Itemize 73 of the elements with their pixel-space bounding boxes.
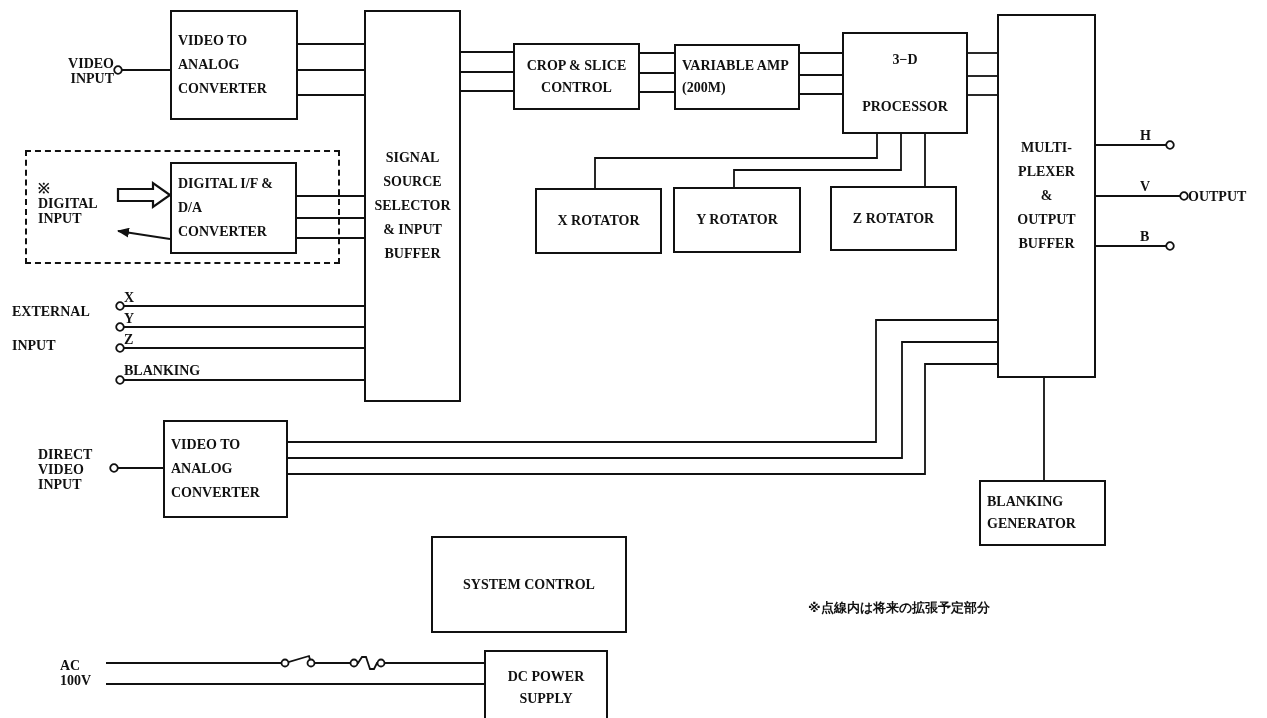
process-box xyxy=(997,14,1096,378)
connector-line xyxy=(967,52,998,54)
box-label: VIDEO TO ANALOG CONVERTER xyxy=(171,436,261,502)
box-label: X ROTATOR xyxy=(557,212,640,230)
input-label: OUTPUT xyxy=(1188,188,1258,204)
connector-line xyxy=(639,91,675,93)
connector-line xyxy=(967,94,998,96)
connector-line xyxy=(297,43,365,45)
box-label: DIGITAL I/F & D/A CONVERTER xyxy=(178,175,274,241)
box-label: SYSTEM CONTROL xyxy=(463,575,595,594)
box-label: VARIABLE AMP (200M) xyxy=(682,57,790,97)
process-box xyxy=(674,44,800,110)
process-box xyxy=(513,43,640,110)
edge-label: X xyxy=(124,290,135,306)
box-label: PROCESSOR xyxy=(862,97,948,116)
box-label: SIGNAL SOURCE SELECTOR & INPUT BUFFER xyxy=(373,149,452,263)
process-box xyxy=(673,187,801,253)
process-box xyxy=(431,536,627,633)
connector-line xyxy=(799,74,843,76)
arrow xyxy=(117,227,171,240)
input-label: VIDEO INPUT xyxy=(56,54,114,88)
box-label: DC POWER SUPPLY xyxy=(506,667,586,708)
input-label: DIRECT VIDEO INPUT xyxy=(38,443,98,495)
connector-line xyxy=(297,94,365,96)
edge-label: V xyxy=(1140,179,1151,195)
edge-label: H xyxy=(1140,128,1151,144)
connector-line xyxy=(639,72,675,74)
connector-line xyxy=(924,133,926,187)
connector-line xyxy=(297,69,365,71)
side-label: EXTERNAL xyxy=(12,304,90,320)
process-box xyxy=(830,186,957,251)
connector-line xyxy=(105,683,485,685)
process-box xyxy=(364,10,461,402)
box-label: 3−D xyxy=(892,50,918,69)
connector-line xyxy=(296,195,365,197)
process-box xyxy=(979,480,1106,546)
connector-line xyxy=(296,237,365,239)
connector-line xyxy=(287,341,998,459)
input-label: AC 100V xyxy=(60,655,100,691)
input-label: ※ DIGITAL INPUT xyxy=(38,175,108,231)
box-label: BLANKING GENERATOR xyxy=(987,493,1077,533)
box-label: CROP & SLICE CONTROL xyxy=(525,56,628,97)
box-label: MULTI- PLEXER & OUTPUT BUFFER xyxy=(1016,139,1077,253)
connector-line xyxy=(296,217,365,219)
connector-line xyxy=(967,75,998,77)
box-label: Z ROTATOR xyxy=(852,209,935,228)
connector-line xyxy=(594,133,878,189)
box-label: Y ROTATOR xyxy=(696,211,778,229)
process-box xyxy=(484,650,608,718)
connector-line xyxy=(639,52,675,54)
connector-line xyxy=(1043,377,1045,481)
hollow-arrow xyxy=(116,180,172,210)
connector-line xyxy=(287,319,998,443)
process-box xyxy=(163,420,288,518)
connector-line xyxy=(799,52,843,54)
connector-line xyxy=(799,93,843,95)
edge-label: Z xyxy=(124,332,134,348)
process-box xyxy=(535,188,662,254)
connector-line xyxy=(287,363,998,475)
edge-label: Y xyxy=(124,311,135,327)
connector-line xyxy=(460,51,514,53)
box-label: VIDEO TO ANALOG CONVERTER xyxy=(178,32,268,98)
process-box xyxy=(170,10,298,120)
footnote: ※点線内は将来の拡張予定部分 xyxy=(808,600,990,616)
connector-line xyxy=(460,90,514,92)
edge-label: BLANKING xyxy=(124,363,201,379)
connector-line xyxy=(733,133,902,188)
process-box xyxy=(842,32,968,134)
process-box xyxy=(170,162,297,254)
connector-line xyxy=(460,71,514,73)
edge-label: B xyxy=(1140,229,1150,245)
connector-line xyxy=(105,654,485,670)
side-label: INPUT xyxy=(12,338,56,354)
